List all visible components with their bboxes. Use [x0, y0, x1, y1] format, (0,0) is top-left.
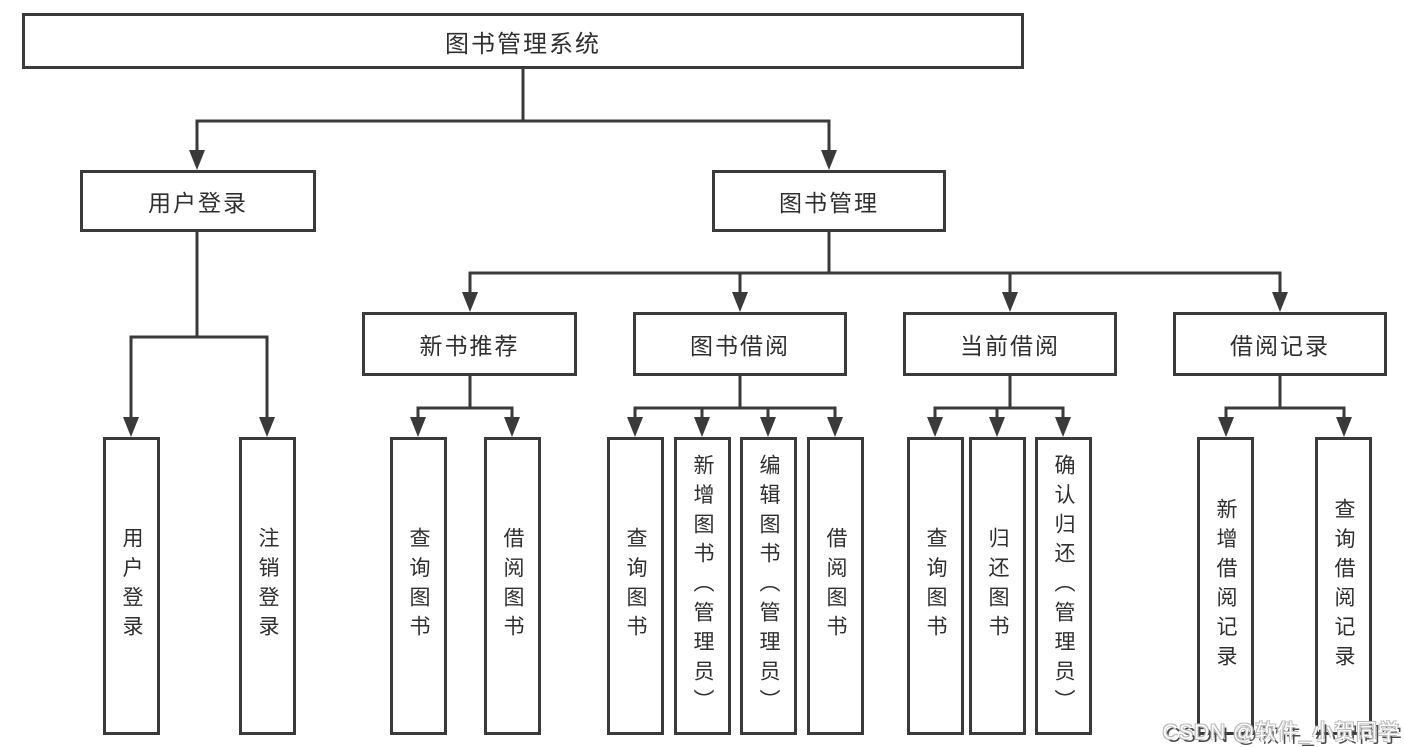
connector-current-borrow	[927, 374, 1071, 437]
arrow-down-icon	[504, 417, 520, 437]
leaf-query-borrow-record: 查询借阅记录	[1315, 437, 1372, 735]
arrow-down-icon	[821, 150, 837, 170]
arrow-down-icon	[410, 417, 426, 437]
connector-root	[189, 67, 837, 170]
connector-book-borrow	[627, 374, 843, 437]
arrow-down-icon	[123, 417, 139, 437]
node-user-login: 用户登录	[80, 170, 316, 232]
node-new-book-recommend: 新书推荐	[362, 312, 577, 376]
arrow-down-icon	[927, 417, 943, 437]
arrow-down-icon	[732, 292, 748, 312]
node-root: 图书管理系统	[22, 13, 1024, 69]
connector-book-management	[462, 230, 1288, 312]
connector-new-book-recommend	[410, 374, 520, 437]
arrow-down-icon	[1336, 417, 1352, 437]
leaf-confirm-return-admin: 确认归还（管理员）	[1035, 437, 1092, 735]
leaf-borrow-books: 借阅图书	[807, 437, 864, 735]
leaf-return-books: 归还图书	[969, 437, 1026, 735]
node-book-borrow: 图书借阅	[633, 312, 847, 376]
csdn-watermark: CSDN @软件_小贺同学	[1162, 721, 1400, 744]
leaf-borrow-books-recommend: 借阅图书	[484, 437, 541, 735]
connector-borrow-records	[1218, 374, 1352, 437]
leaf-query-books-borrow: 查询图书	[607, 437, 664, 735]
node-borrow-records: 借阅记录	[1173, 312, 1387, 376]
arrow-down-icon	[1272, 292, 1288, 312]
arrow-down-icon	[627, 417, 643, 437]
leaf-add-borrow-record: 新增借阅记录	[1197, 437, 1254, 735]
leaf-logout: 注销登录	[239, 437, 296, 735]
arrow-down-icon	[189, 150, 205, 170]
leaf-add-books-admin: 新增图书（管理员）	[674, 437, 731, 735]
arrow-down-icon	[259, 417, 275, 437]
leaf-query-books-recommend: 查询图书	[390, 437, 447, 735]
leaf-user-login: 用户登录	[103, 437, 160, 735]
arrow-down-icon	[462, 292, 478, 312]
node-book-management: 图书管理	[712, 170, 946, 232]
leaf-edit-books-admin: 编辑图书（管理员）	[740, 437, 797, 735]
arrow-down-icon	[1055, 417, 1071, 437]
arrow-down-icon	[760, 417, 776, 437]
arrow-down-icon	[1218, 417, 1234, 437]
arrow-down-icon	[694, 417, 710, 437]
arrow-down-icon	[827, 417, 843, 437]
node-current-borrow: 当前借阅	[903, 312, 1117, 376]
connector-user-login	[123, 230, 275, 437]
arrow-down-icon	[1002, 292, 1018, 312]
leaf-query-books-current: 查询图书	[907, 437, 964, 735]
arrow-down-icon	[989, 417, 1005, 437]
